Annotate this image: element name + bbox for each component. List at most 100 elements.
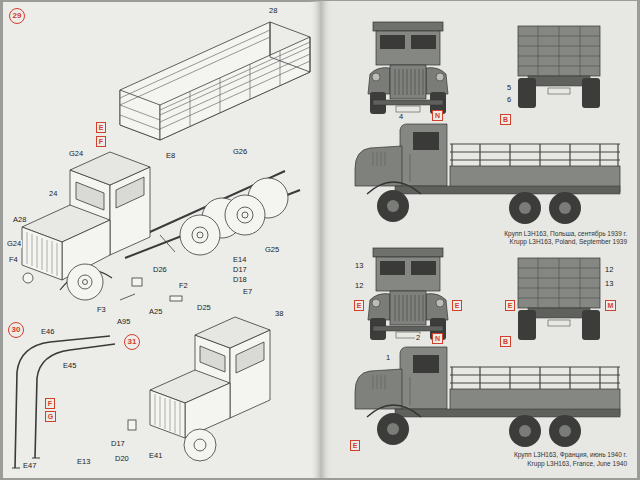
paint-code-letter: E [357,302,362,309]
drawing-part [42,238,43,270]
step-number: 29 [9,8,25,24]
paint-code-box: E [96,122,106,133]
drawing-part [518,258,600,340]
caption-text: Крупп L3H163, Польша, сентябрь 1939 г. [503,231,628,238]
drawing-part [15,336,110,468]
callout-number: 38 [274,310,284,318]
drawing-part [76,182,104,210]
drawing-part [190,91,191,126]
callout-number: E8 [165,152,176,160]
step-30-drawing [12,336,115,468]
drawing-part [220,78,221,113]
paint-code-box: E [354,300,364,311]
drawing-part [170,399,171,431]
drawing-part [23,273,33,283]
drawing-part [22,227,62,280]
drawing-part [197,232,203,238]
drawing-part [155,394,156,425]
step-number: 30 [8,322,24,338]
drawing-part [160,235,175,252]
callout-number: G24 [68,150,84,158]
callout-number: 5 [506,84,512,92]
drawing-part [35,344,115,458]
drawing-part [355,347,620,447]
paint-code-box: G [45,411,56,422]
drawing-part [32,458,40,459]
callout-number: 28 [268,7,278,15]
callout-number: E13 [76,458,91,466]
callout-number: E41 [148,452,163,460]
callout-number: G25 [264,246,280,254]
drawing-part [200,346,225,372]
drawing-part [120,294,135,300]
callout-number: 13 [354,262,364,270]
drawing-part [3,2,321,478]
drawing-part [185,383,230,438]
drawing-part [67,264,103,300]
paint-code-letter: B [503,116,508,123]
drawing-part [120,37,270,105]
drawing-part [236,342,264,373]
callout-number: D26 [152,266,168,274]
drawing-part [160,47,310,115]
callout-number: G26 [232,148,248,156]
callout-number: D17 [110,440,126,448]
drawing-part [160,37,310,140]
paint-code-letter: F [99,138,103,145]
paint-code-letter: E [508,302,513,309]
drawing-part [78,275,92,289]
paint-code-box: B [500,336,511,347]
drawing-part [120,115,160,130]
drawing-part [242,212,248,218]
drawing-part [192,227,208,243]
drawing-part [368,22,448,114]
callout-number: E7 [242,288,253,296]
drawing-part [120,105,160,120]
callout-number: 2 [415,334,421,342]
step-29-drawing [22,22,310,301]
callout-number: E45 [62,362,77,370]
drawing-part [237,207,253,223]
step-number-text: 31 [128,338,137,346]
paint-code-box: F [45,398,55,409]
callout-number: D18 [232,276,248,284]
drawing-part [225,195,265,235]
step-number-text: 29 [13,12,22,20]
paint-code-box: B [500,114,511,125]
step-31-drawing [128,317,270,461]
callout-number: D25 [196,304,212,312]
callout-number: F2 [178,282,189,290]
paint-code-letter: E [353,442,358,449]
paint-code-letter: M [608,302,614,309]
drawing-part [120,30,270,98]
caption-text: Krupp L3H163, Poland, September 1939 [509,239,628,246]
drawing-part [32,234,33,266]
paint-code-letter: E [455,302,460,309]
drawing-part [270,22,310,72]
drawing-part [27,232,28,264]
paint-code-box: E [505,300,515,311]
callout-number: D17 [232,266,248,274]
paint-code-letter: N [435,112,440,119]
drawing-part [120,30,310,130]
callout-number: 12 [604,266,614,274]
callout-number: 1 [385,354,391,362]
drawing-part [355,124,620,224]
drawing-part [155,394,180,435]
drawing-part [160,42,310,110]
callout-number: E46 [40,328,55,336]
callout-number: F4 [8,256,19,264]
callout-number: 6 [506,96,512,104]
drawing-part [180,402,181,435]
drawing-part [57,243,58,276]
paint-code-box: E [350,440,360,451]
callout-number: A28 [12,216,27,224]
drawing-part [194,439,206,451]
drawing-part [120,90,160,140]
drawing-part [310,1,332,478]
drawing-part [116,177,144,208]
drawing-part [160,61,310,129]
callout-number: F3 [96,306,107,314]
drawing-part [12,468,20,469]
